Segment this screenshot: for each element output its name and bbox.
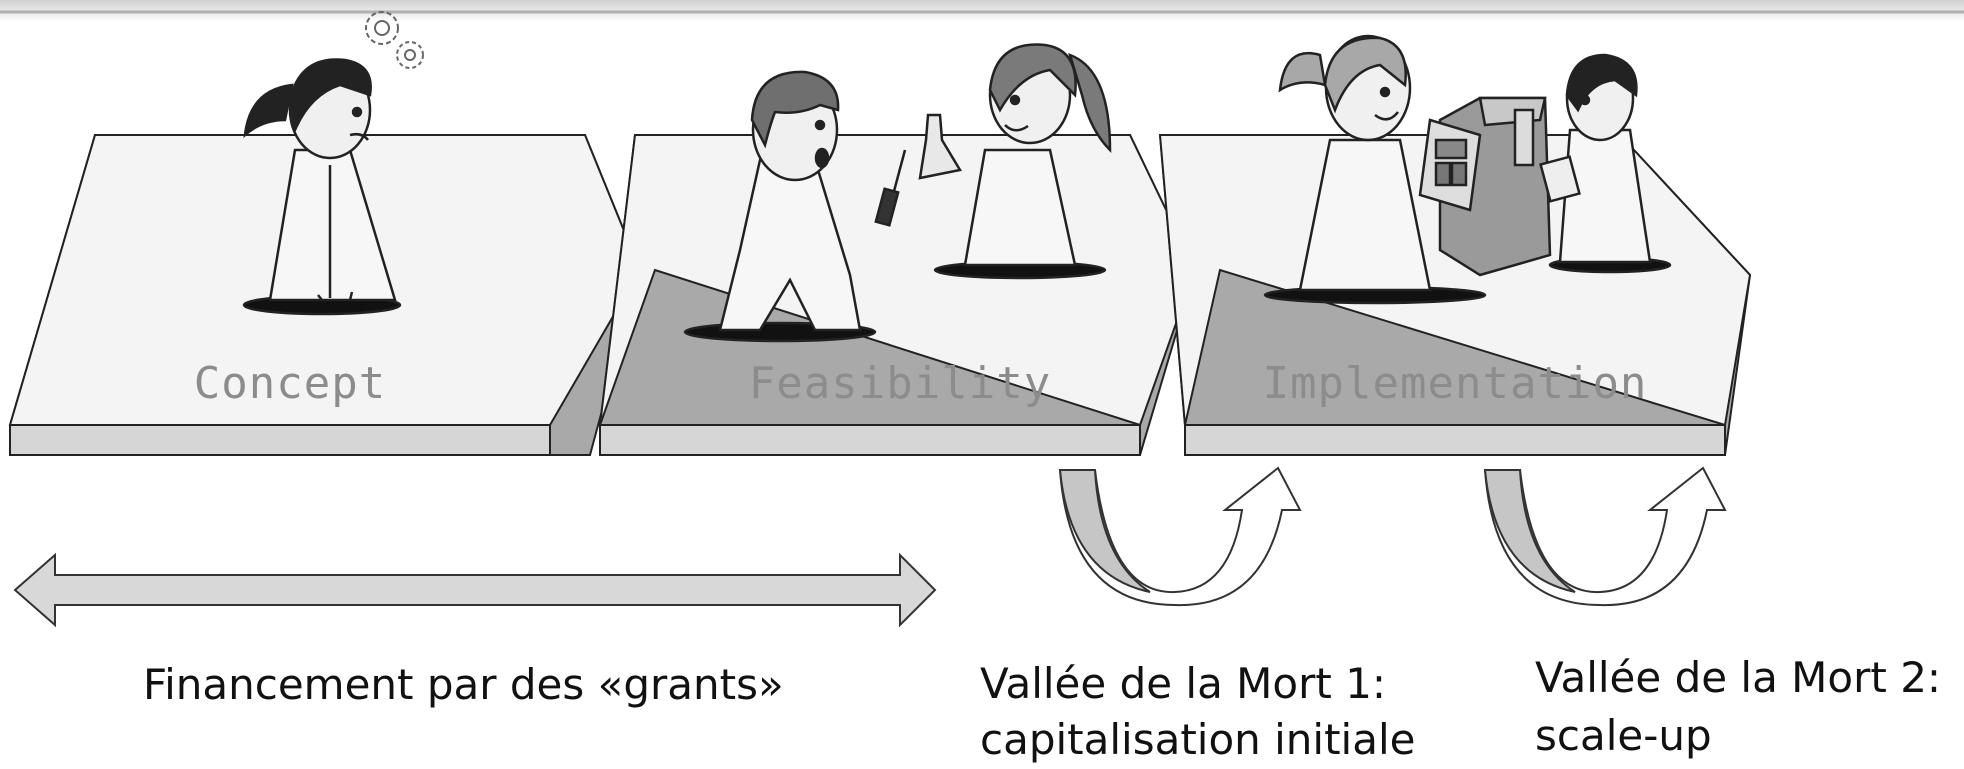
- scientist-with-tool-figure: [683, 70, 907, 343]
- stage-feasibility-platform: Feasibility: [599, 134, 1197, 456]
- stage-label-implementation: Implementation: [1263, 358, 1648, 409]
- stage-label-concept: Concept: [194, 358, 386, 409]
- stage-label-feasibility: Feasibility: [749, 358, 1051, 409]
- scientist-woman-figure: [1263, 34, 1487, 305]
- valley-of-death-2-subtitle: scale-up: [1535, 711, 1712, 760]
- analyzer-machine-icon: [1418, 96, 1552, 277]
- valley-of-death-2-title: Vallée de la Mort 2:: [1535, 653, 1942, 702]
- scientist-with-tablet-figure: [1539, 53, 1672, 274]
- gears-icon: [365, 11, 424, 69]
- valley-of-death-arrow-1: [1058, 466, 1302, 607]
- valley-of-death-1-subtitle: capitalisation initiale: [980, 715, 1416, 764]
- valley-of-death-arrow-2: [1483, 466, 1727, 607]
- double-arrow: [13, 552, 937, 628]
- thinking-scientist-figure: [242, 58, 402, 316]
- scientist-with-flask-figure: [918, 43, 1112, 280]
- grants-funding-caption: Financement par des «grants»: [143, 660, 784, 709]
- valley-of-death-1-title: Vallée de la Mort 1:: [980, 659, 1387, 708]
